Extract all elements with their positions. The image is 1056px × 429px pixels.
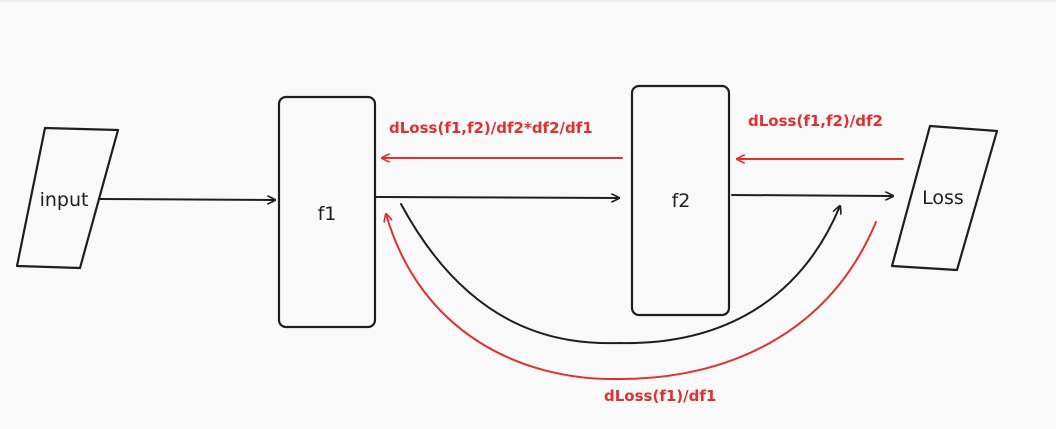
f1-node: f1	[277, 95, 377, 329]
grad-label-f2-to-f1: dLoss(f1,f2)/df2*df2/df1	[389, 119, 593, 137]
grad-arrow-loss-to-f1-curve	[386, 214, 877, 381]
f2-node: f2	[630, 84, 731, 317]
loss-label: Loss	[922, 187, 964, 209]
arrow-input-to-f1	[99, 199, 276, 200]
grad-label-loss-to-f1: dLoss(f1)/df1	[604, 387, 716, 405]
arrow-f2-to-loss	[731, 195, 894, 196]
loss-node: Loss	[890, 124, 999, 272]
f2-label: f2	[672, 190, 691, 212]
grad-label-loss-to-f2: dLoss(f1,f2)/df2	[748, 112, 883, 130]
arrow-f1-to-f2	[375, 197, 620, 198]
arrow-f1-to-loss-curve	[400, 203, 840, 345]
f1-label: f1	[318, 203, 337, 225]
input-node: input	[15, 126, 120, 270]
input-label: input	[40, 189, 89, 211]
